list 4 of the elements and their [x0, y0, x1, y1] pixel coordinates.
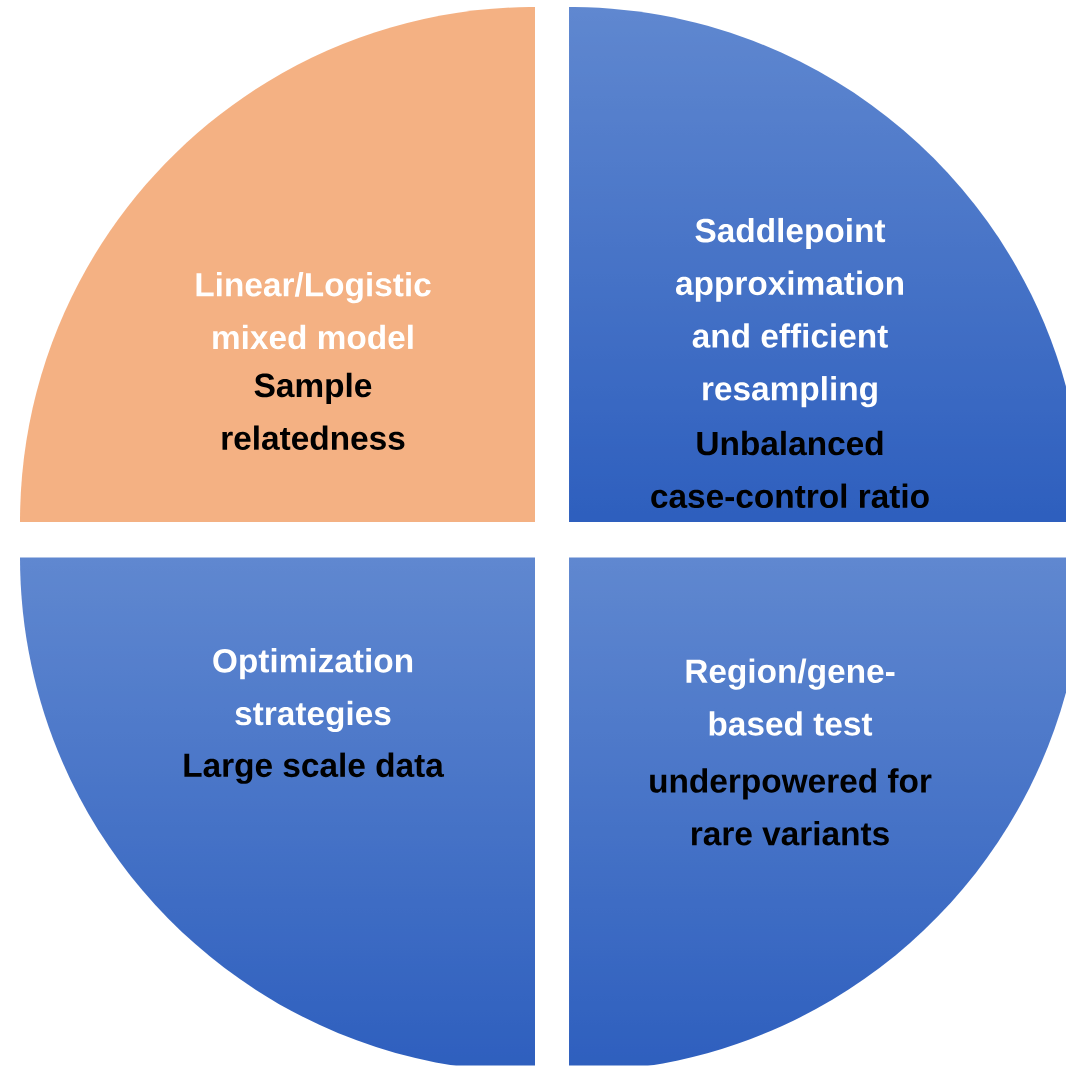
- quadrant-sector: Optimization strategies Large scale data: [184, 648, 445, 784]
- quadrant-sector: Linear/Logistic mixed model Sample relatedness: [196, 272, 431, 450]
- quadrant-sector: Region/gene-based test underpowered for rare variants: [650, 658, 932, 846]
- quadrant-sector: Saddlepoint approximation and efficient resampling Unbalanced case-control ratio: [651, 217, 929, 509]
